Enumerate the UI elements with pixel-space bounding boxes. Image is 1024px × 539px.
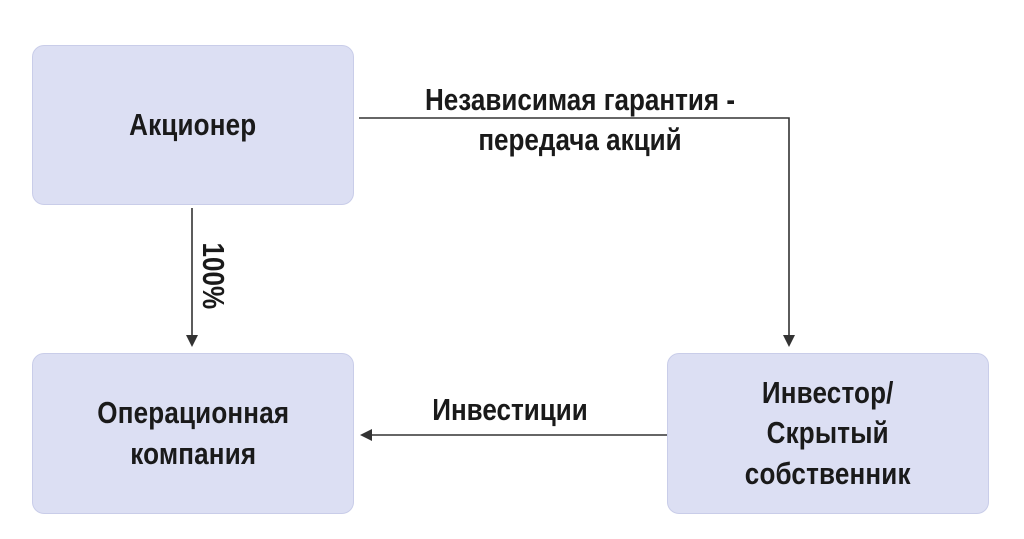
edge-ownership-label: 100% — [195, 242, 231, 310]
node-investor-line2: Скрытый — [766, 415, 890, 451]
node-operating-company-line2: компания — [129, 435, 256, 471]
node-operating-company: Операционная компания — [32, 353, 354, 514]
node-shareholder-label: Акционер — [129, 106, 257, 142]
node-operating-company-label: Операционная компания — [97, 393, 289, 474]
edge-guarantee-label: Независимая гарантия - передача акций — [395, 80, 765, 159]
node-investor-line1: Инвестор/ — [762, 375, 894, 411]
node-investor: Инвестор/ Скрытый собственник — [667, 353, 989, 514]
node-operating-company-line1: Операционная — [97, 395, 289, 431]
node-investor-label: Инвестор/ Скрытый собственник — [745, 373, 911, 494]
node-shareholder: Акционер — [32, 45, 354, 205]
edge-guarantee-label-line1: Независимая гарантия - — [424, 82, 736, 117]
edge-guarantee-line — [359, 117, 795, 347]
edge-guarantee-label-line2: передача акций — [478, 121, 682, 157]
node-investor-line3: собственник — [745, 455, 911, 491]
edge-investments-label: Инвестиции — [432, 392, 588, 427]
